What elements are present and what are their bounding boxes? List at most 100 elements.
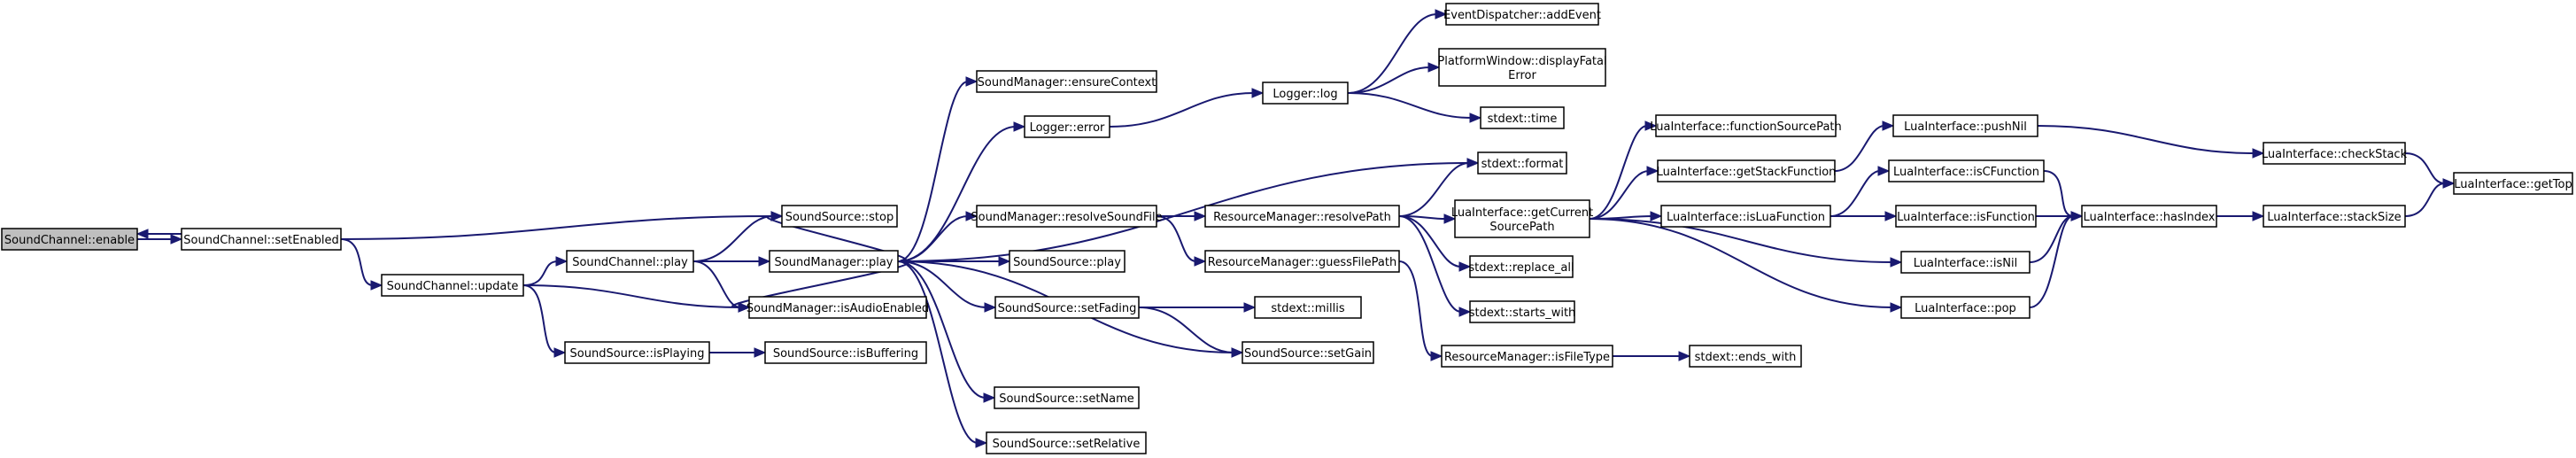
arrowhead-icon: [1466, 158, 1480, 168]
node-enable[interactable]: SoundChannel::enable: [1, 228, 138, 251]
arrowhead-icon: [135, 229, 149, 239]
arrowhead-icon: [1877, 166, 1891, 176]
node-chplay[interactable]: SoundChannel::play: [566, 250, 694, 273]
call-graph-edges: [135, 9, 2456, 448]
node-box: [1480, 106, 1565, 129]
node-box: [1024, 115, 1110, 138]
node-is-function[interactable]: LuaInterface::isFunction: [1895, 205, 2037, 228]
arrowhead-icon: [984, 302, 997, 313]
node-has-index[interactable]: LuaInterface::hasIndex: [2081, 205, 2217, 228]
node-pop[interactable]: LuaInterface::pop: [1900, 296, 2031, 319]
node-smplay[interactable]: SoundManager::play: [769, 250, 899, 273]
edge-line: [1156, 215, 1197, 262]
node-is-buffering[interactable]: SoundSource::isBuffering: [764, 341, 927, 364]
node-replace-all[interactable]: stdext::replace_all: [1468, 255, 1574, 278]
node-ensure-context[interactable]: SoundManager::ensureContext: [976, 70, 1157, 93]
edge-enable-to-set-enabled: [137, 234, 183, 245]
arrowhead-icon: [1890, 302, 1903, 313]
edge-line: [1834, 125, 1885, 172]
node-set-name[interactable]: SoundSource::setName: [994, 386, 1140, 409]
node-box: [781, 205, 898, 228]
node-get-stack-function[interactable]: LuaInterface::getStackFunction: [1657, 159, 1837, 182]
node-label: LuaInterface::getCurrent: [1451, 206, 1593, 220]
edge-line: [897, 81, 969, 262]
node-check-stack[interactable]: LuaInterface::checkStack: [2262, 142, 2408, 165]
node-guess-file-path[interactable]: ResourceManager::guessFilePath: [1204, 250, 1400, 273]
node-millis[interactable]: stdext::millis: [1254, 296, 1362, 319]
node-stack-size[interactable]: LuaInterface::stackSize: [2263, 205, 2406, 228]
node-box: [1892, 114, 2038, 137]
edge-log-to-display-fatal: [1347, 62, 1441, 94]
node-resolve-sound-file[interactable]: SoundManager::resolveSoundFile: [971, 205, 1163, 228]
node-time[interactable]: stdext::time: [1480, 106, 1565, 129]
arrowhead-icon: [2442, 178, 2456, 189]
node-ends-with[interactable]: stdext::ends_with: [1689, 345, 1802, 368]
node-label: EventDispatcher::addEvent: [1443, 9, 1601, 22]
node-box: [976, 70, 1157, 93]
node-set-enabled[interactable]: SoundChannel::setEnabled: [181, 228, 342, 251]
node-box: [1477, 151, 1567, 175]
edge-line: [2029, 215, 2074, 308]
edge-line: [1347, 13, 1438, 94]
node-is-lua-function[interactable]: LuaInterface::isLuaFunction: [1660, 205, 1831, 228]
node-label: LuaInterface::isFunction: [1897, 211, 2035, 224]
node-box: [2081, 205, 2217, 228]
node-get-top[interactable]: LuaInterface::getTop: [2453, 172, 2573, 195]
node-label: LuaInterface::functionSourcePath: [1650, 120, 1842, 134]
edge-line: [1830, 170, 1881, 217]
node-add-event[interactable]: EventDispatcher::addEvent: [1443, 3, 1601, 26]
edge-line: [897, 215, 969, 262]
edge-line: [2037, 125, 2255, 154]
node-box: [2263, 142, 2406, 165]
node-push-nil[interactable]: LuaInterface::pushNil: [1892, 114, 2038, 137]
node-error[interactable]: Logger::error: [1024, 115, 1110, 138]
node-set-relative[interactable]: SoundSource::setRelative: [986, 431, 1147, 454]
edge-line: [692, 215, 774, 262]
node-label: LuaInterface::hasIndex: [2084, 211, 2216, 224]
node-log[interactable]: Logger::log: [1262, 82, 1349, 105]
node-format[interactable]: stdext::format: [1477, 151, 1567, 175]
node-resolve-path[interactable]: ResourceManager::resolvePath: [1204, 205, 1400, 228]
edge-get-current-to-get-stack-function: [1589, 166, 1659, 220]
edge-line: [897, 126, 1017, 262]
arrowhead-icon: [1231, 347, 1244, 358]
node-label: SoundSource::isPlaying: [570, 347, 705, 361]
node-function-source-path[interactable]: LuaInterface::functionSourcePath: [1650, 114, 1842, 137]
edge-chplay-to-smplay: [693, 256, 771, 267]
edge-is-file-type-to-ends-with: [1613, 351, 1691, 361]
node-stop[interactable]: SoundSource::stop: [781, 205, 898, 228]
edge-get-current-to-is-nil: [1589, 218, 1903, 268]
node-update[interactable]: SoundChannel::update: [381, 274, 524, 297]
edge-smplay-to-stop: [766, 211, 908, 262]
node-box: [1204, 250, 1400, 273]
arrowhead-icon: [1443, 213, 1457, 224]
edge-line: [522, 284, 741, 308]
edge-smplay-to-resolve-sound-file: [897, 211, 979, 262]
node-set-fading[interactable]: SoundSource::setFading: [994, 296, 1140, 319]
arrowhead-icon: [370, 280, 383, 291]
edge-line: [897, 162, 1470, 262]
node-label: SoundSource::setGain: [1244, 347, 1372, 361]
node-label: stdext::format: [1481, 158, 1564, 171]
node-is-audio-enabled[interactable]: SoundManager::isAudioEnabled: [746, 296, 929, 319]
edge-line: [1589, 218, 1893, 263]
node-starts-with[interactable]: stdext::starts_with: [1469, 300, 1576, 323]
edge-log-to-time: [1347, 92, 1482, 123]
edge-line: [2043, 170, 2074, 217]
node-box: [1204, 205, 1400, 228]
arrowhead-icon: [1194, 211, 1207, 221]
node-label: SoundManager::resolveSoundFile: [971, 211, 1162, 224]
node-is-playing[interactable]: SoundSource::isPlaying: [564, 341, 710, 364]
node-box: [1254, 296, 1362, 319]
node-is-cfunction[interactable]: LuaInterface::isCFunction: [1888, 159, 2045, 182]
edge-set-fading-to-millis: [1138, 302, 1257, 313]
arrowhead-icon: [1644, 120, 1658, 131]
node-is-nil[interactable]: LuaInterface::isNil: [1900, 251, 2031, 274]
node-ssplay[interactable]: SoundSource::play: [1009, 250, 1126, 273]
node-is-file-type[interactable]: ResourceManager::isFileType: [1441, 345, 1613, 368]
node-label: SoundManager::play: [775, 256, 893, 269]
node-set-gain[interactable]: SoundSource::setGain: [1242, 341, 1374, 364]
edge-is-cfunction-to-has-index: [2043, 170, 2084, 221]
